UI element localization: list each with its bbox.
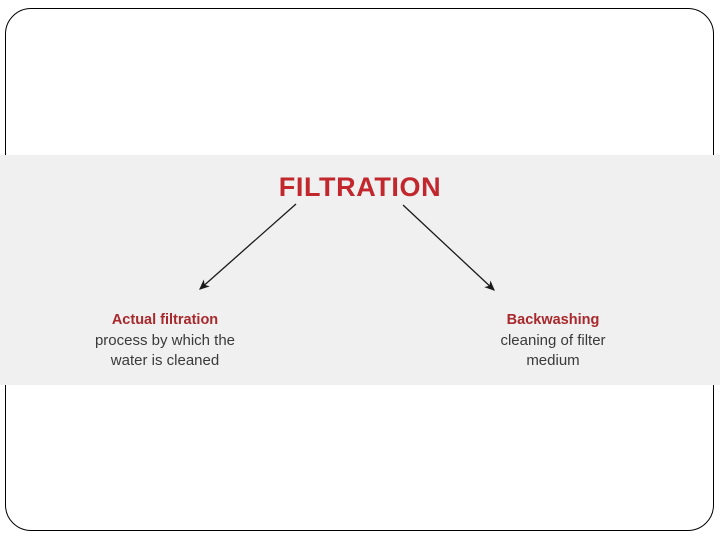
branch-backwashing: Backwashing cleaning of filter medium <box>443 310 663 372</box>
arrow-layer <box>199 203 495 291</box>
branch-desc-line-1-backwashing: cleaning of filter <box>500 331 606 349</box>
branch-heading-backwashing: Backwashing <box>506 312 600 328</box>
diagram-title: FILTRATION <box>278 172 442 202</box>
arrow-to-backwashing <box>402 204 495 291</box>
branch-heading-actual-filtration: Actual filtration <box>111 312 219 328</box>
branch-desc-line-2-backwashing: medium <box>526 352 580 369</box>
arrow-to-actual-filtration <box>199 203 297 290</box>
branch-desc-line-1-actual-filtration: process by which the <box>94 331 236 349</box>
branch-desc-line-2-actual-filtration: water is cleaned <box>110 352 220 369</box>
branch-actual-filtration: Actual filtration process by which the w… <box>55 310 275 372</box>
diagram-image-band: FILTRATION Actual filtration process by … <box>0 155 720 385</box>
